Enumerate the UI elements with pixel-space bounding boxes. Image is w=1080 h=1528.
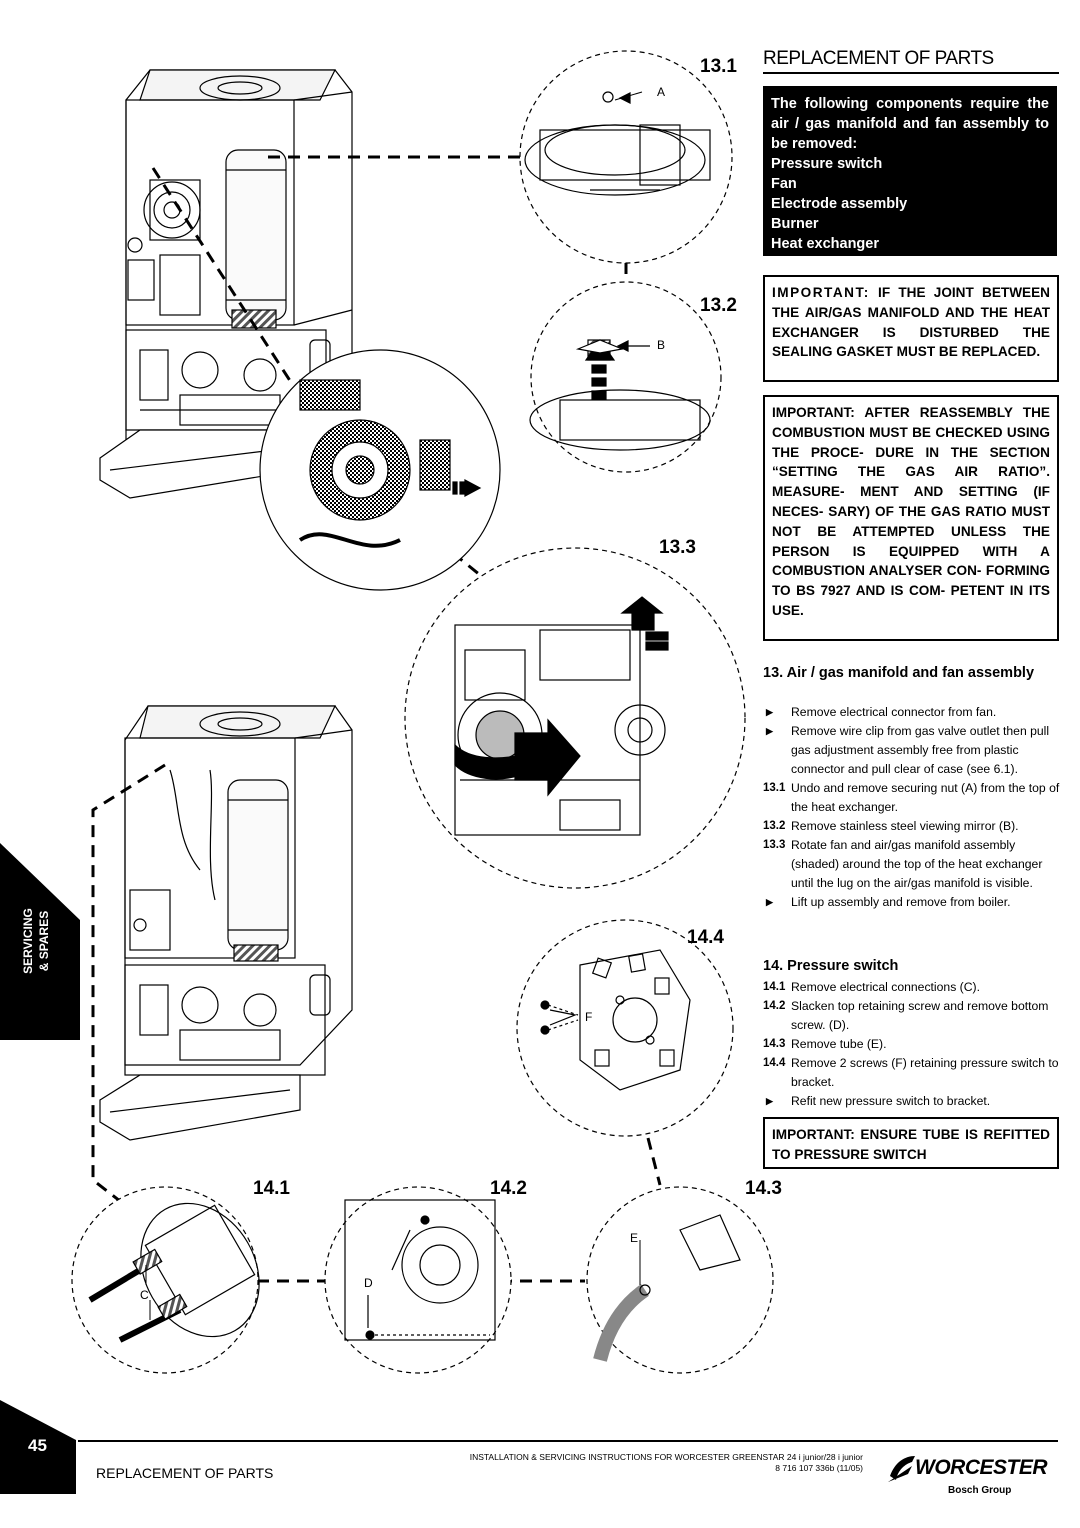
detail-circle-14-2 bbox=[324, 1186, 512, 1374]
section-14-heading: 14. Pressure switch bbox=[763, 958, 899, 974]
side-tab: SERVICING & SPARES bbox=[4, 861, 74, 1021]
footer-doc-title: INSTALLATION & SERVICING INSTRUCTIONS FO… bbox=[469, 1452, 863, 1462]
important-notice-combustion: IMPORTANT: AFTER REASSEMBLY THE COMBUSTI… bbox=[763, 395, 1059, 641]
component-item: Heat exchanger bbox=[771, 236, 879, 252]
side-tab-label: SERVICING & SPARES bbox=[20, 861, 52, 1021]
step-marker: 13.1 bbox=[763, 782, 786, 794]
callout-letter-a: A bbox=[657, 85, 666, 99]
figure-label-13-3: 13.3 bbox=[659, 537, 696, 558]
component-item: Fan bbox=[771, 176, 797, 192]
callout-letter-d: D bbox=[364, 1276, 373, 1290]
step-item: 14.2 Slacken top retaining screw and remo… bbox=[763, 997, 1063, 1035]
step-item: 14.4 Remove 2 screws (F) retaining pressu… bbox=[763, 1054, 1063, 1092]
step-item: 13.3 Rotate fan and air/gas manifold asse… bbox=[763, 836, 1063, 893]
callout-letter-e: E bbox=[630, 1231, 639, 1245]
step-text: Slacken top retaining screw and remove b… bbox=[791, 999, 1049, 1032]
zoom-circle-fan bbox=[259, 349, 501, 591]
step-item: 14.3 Remove tube (E). bbox=[763, 1035, 1063, 1054]
step-marker: ▶ bbox=[766, 897, 773, 907]
footer-rule bbox=[78, 1440, 1058, 1442]
side-tab-line-1: SERVICING bbox=[21, 908, 35, 974]
page-title: REPLACEMENT OF PARTS bbox=[763, 48, 994, 69]
important-notice-gasket: IMPORTANT: IF THE JOINT BETWEEN THE AIR/… bbox=[763, 275, 1059, 382]
step-item: ▶ Remove electrical connector from fan. bbox=[763, 703, 1063, 722]
step-text: Remove 2 screws (F) retaining pressure s… bbox=[791, 1056, 1059, 1089]
components-intro: The following components require the air… bbox=[771, 96, 1049, 152]
title-rule bbox=[763, 72, 1059, 74]
step-item: ▶ Refit new pressure switch to bracket. bbox=[763, 1092, 1063, 1111]
components-list: Pressure switch Fan Electrode assembly B… bbox=[771, 154, 1049, 254]
step-item: 14.1 Remove electrical connections (C). bbox=[763, 978, 1063, 997]
footer-doc-code: 8 716 107 336b (11/05) bbox=[775, 1463, 863, 1473]
side-tab-shape bbox=[0, 843, 80, 1040]
important-notice-tube: IMPORTANT: ENSURE TUBE IS REFITTED TO PR… bbox=[763, 1117, 1059, 1169]
step-text: Remove tube (E). bbox=[791, 1037, 887, 1051]
detail-circle-13-3 bbox=[404, 547, 746, 889]
step-text: Remove electrical connections (C). bbox=[791, 980, 980, 994]
figure-label-13-2: 13.2 bbox=[700, 295, 737, 316]
step-marker: ▶ bbox=[766, 707, 773, 717]
boiler-illustration-top bbox=[99, 69, 353, 499]
detail-circle-14-1 bbox=[71, 1186, 260, 1374]
page-number: 45 bbox=[28, 1436, 47, 1455]
step-marker: 14.2 bbox=[763, 1000, 786, 1012]
callout-letter-f: F bbox=[585, 1010, 593, 1024]
important-lead: IMPORTANT: bbox=[772, 285, 870, 300]
side-tab-line-2: & SPARES bbox=[37, 910, 51, 972]
component-item: Burner bbox=[771, 216, 819, 232]
footer-document-info: INSTALLATION & SERVICING INSTRUCTIONS FO… bbox=[430, 1452, 863, 1474]
important-text: IF THE JOINT BETWEEN THE AIR/GAS MANIFOL… bbox=[772, 285, 1050, 360]
section-14-steps: 14.1 Remove electrical connections (C). 1… bbox=[763, 978, 1063, 1111]
step-marker: 13.2 bbox=[763, 820, 786, 832]
section-13-steps: ▶ Remove electrical connector from fan. ▶… bbox=[763, 703, 1063, 912]
brand-logo: WORCESTER bbox=[915, 1456, 1048, 1479]
callout-letter-c: C bbox=[140, 1288, 149, 1302]
brand-subtitle: Bosch Group bbox=[948, 1485, 1012, 1496]
callout-letter-b: B bbox=[657, 338, 666, 352]
step-item: ▶ Remove wire clip from gas valve outlet … bbox=[763, 722, 1063, 779]
important-lead: IMPORTANT: bbox=[772, 1127, 855, 1142]
step-text: Lift up assembly and remove from boiler. bbox=[791, 895, 1011, 909]
component-item: Electrode assembly bbox=[771, 196, 908, 212]
figure-label-14-2: 14.2 bbox=[490, 1178, 527, 1199]
footer-section-title: REPLACEMENT OF PARTS bbox=[96, 1465, 274, 1481]
step-item: ▶ Lift up assembly and remove from boiler… bbox=[763, 893, 1063, 912]
page-number-shape bbox=[0, 1400, 76, 1494]
important-lead: IMPORTANT: bbox=[772, 405, 855, 420]
figure-label-14-4: 14.4 bbox=[687, 927, 724, 948]
step-text: Remove stainless steel viewing mirror (B… bbox=[791, 819, 1019, 833]
components-box: The following components require the air… bbox=[763, 86, 1057, 256]
detail-circle-14-3 bbox=[586, 1186, 774, 1374]
section-13-heading: 13. Air / gas manifold and fan assembly bbox=[763, 665, 1035, 681]
step-text: Refit new pressure switch to bracket. bbox=[791, 1094, 991, 1108]
step-text: Undo and remove securing nut (A) from th… bbox=[791, 781, 1060, 814]
step-marker: ▶ bbox=[766, 726, 773, 736]
figure-label-13-1: 13.1 bbox=[700, 56, 737, 77]
step-marker: 14.3 bbox=[763, 1038, 786, 1050]
important-text: AFTER REASSEMBLY THE COMBUSTION MUST BE … bbox=[772, 405, 1050, 618]
step-marker: 14.1 bbox=[763, 981, 786, 993]
component-item: Pressure switch bbox=[771, 156, 883, 172]
step-text: Remove electrical connector from fan. bbox=[791, 705, 997, 719]
step-item: 13.2 Remove stainless steel viewing mirro… bbox=[763, 817, 1063, 836]
detail-circle-13-1 bbox=[519, 50, 733, 264]
step-item: 13.1 Undo and remove securing nut (A) fro… bbox=[763, 779, 1063, 817]
detail-circle-13-2 bbox=[529, 281, 722, 473]
important-text: ENSURE TUBE IS REFITTED TO PRESSURE SWIT… bbox=[772, 1127, 1050, 1162]
boiler-illustration-bottom bbox=[99, 705, 353, 1141]
step-marker: 14.4 bbox=[763, 1057, 786, 1069]
figure-label-14-3: 14.3 bbox=[745, 1178, 782, 1199]
step-marker: ▶ bbox=[766, 1096, 773, 1106]
step-marker: 13.3 bbox=[763, 839, 786, 851]
detail-circle-14-4 bbox=[516, 919, 734, 1137]
figure-label-14-1: 14.1 bbox=[253, 1178, 290, 1199]
step-text: Remove wire clip from gas valve outlet t… bbox=[791, 724, 1050, 776]
step-text: Rotate fan and air/gas manifold assembly… bbox=[791, 838, 1043, 890]
